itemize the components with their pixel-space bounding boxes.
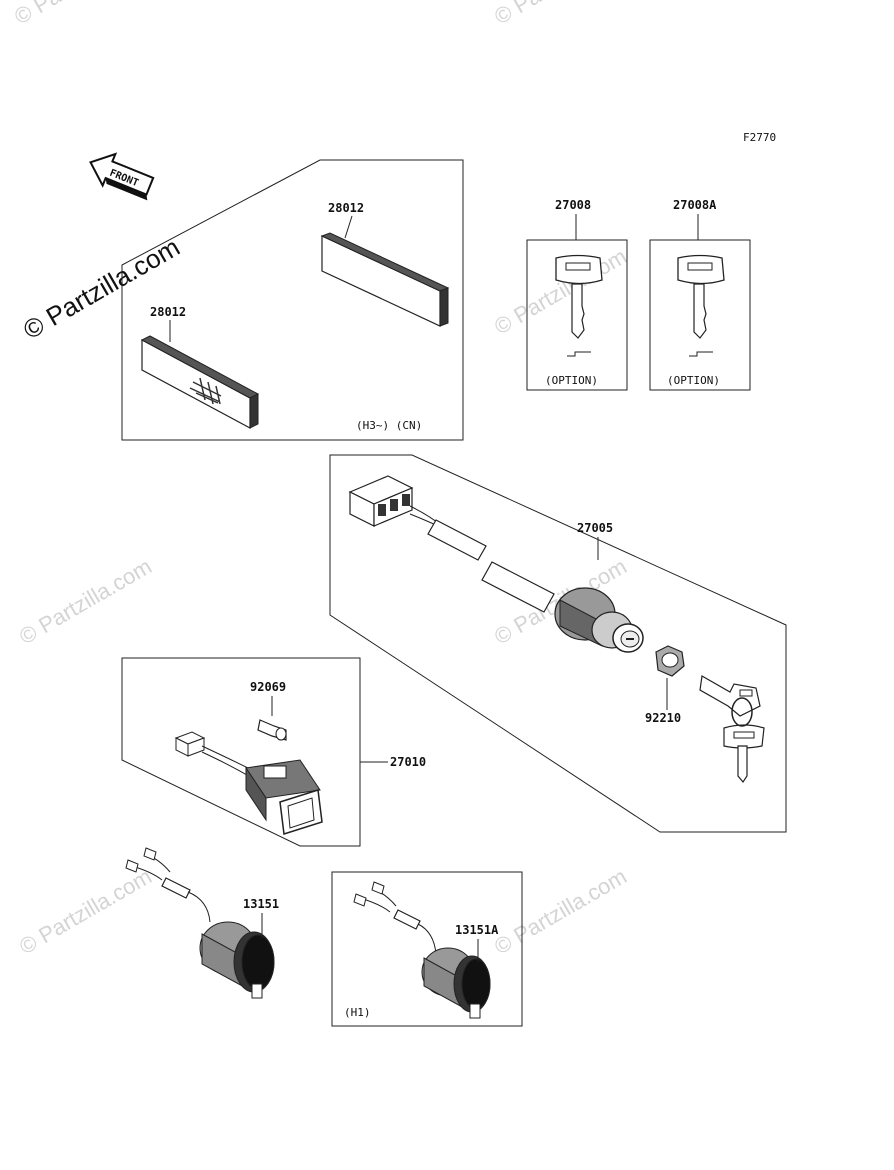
lamp-13151-group: 13151 [125, 847, 279, 999]
key-27008-group: 27008 (OPTION) [526, 198, 628, 391]
key-option-label: (OPTION) [667, 374, 720, 387]
indicator-switch-group: 92069 27010 [121, 657, 426, 847]
ignition-switch-group: 27005 92210 [329, 454, 787, 833]
key-pair-icon [699, 675, 765, 784]
nut-icon [655, 645, 685, 677]
key-27008a-box [649, 239, 751, 391]
reflector-box [121, 159, 464, 441]
callout-13151: 13151 [243, 897, 279, 911]
callout-28012-lower: 28012 [150, 305, 186, 319]
lamp-body [421, 947, 491, 1019]
key-option-label: (OPTION) [545, 374, 598, 387]
callout-92069: 92069 [250, 680, 286, 694]
callout-92210: 92210 [645, 711, 681, 725]
reflector-group: 28012 28012 (H3~) (CN) [121, 159, 464, 441]
connector-icon [348, 475, 414, 527]
reflector-upper [320, 232, 450, 327]
wire-harness [427, 519, 487, 561]
lamp-13151a-group: 13151A (H1) [331, 871, 523, 1027]
key-icon [677, 254, 725, 339]
indicator-switch-body [245, 759, 323, 835]
callout-13151a: 13151A [455, 923, 499, 937]
callout-27005: 27005 [577, 521, 613, 535]
key-27008a-group: 27008A (OPTION) [649, 198, 751, 391]
watermark-faint: © Partzilla.com [15, 554, 156, 650]
callout-27008a: 27008A [673, 198, 717, 212]
lamp-wire-icon [353, 881, 437, 955]
figure-code: F2770 [743, 131, 776, 144]
wire-harness [481, 561, 555, 613]
watermark-faint: © Partzilla.com [490, 0, 631, 29]
ignition-switch-body [554, 587, 644, 653]
key-27008-box [526, 239, 628, 391]
h1-box-note: (H1) [344, 1006, 371, 1019]
watermark-faint: © Partzilla.com [15, 864, 156, 960]
bulb-icon [257, 719, 287, 741]
lamp-13151a-box [331, 871, 523, 1027]
lamp-wire-icon [125, 847, 211, 923]
callout-27010: 27010 [390, 755, 426, 769]
reflector-lower [140, 335, 260, 430]
lamp-body [199, 921, 275, 999]
key-profile-icon [567, 351, 591, 357]
reflector-logo-icon [189, 377, 222, 405]
watermark-main: © Partzilla.com [18, 232, 185, 346]
front-arrow-icon: FRONT [89, 152, 155, 201]
callout-27008: 27008 [555, 198, 591, 212]
indicator-switch-box [121, 657, 361, 847]
small-connector-icon [174, 731, 206, 757]
callout-28012-upper: 28012 [328, 201, 364, 215]
key-icon [555, 254, 603, 339]
ignition-switch-box [329, 454, 787, 833]
key-profile-icon [689, 351, 713, 357]
watermark-faint: © Partzilla.com [10, 0, 151, 29]
reflector-box-note: (H3~) (CN) [356, 419, 422, 432]
watermark-faint: © Partzilla.com [490, 864, 631, 960]
